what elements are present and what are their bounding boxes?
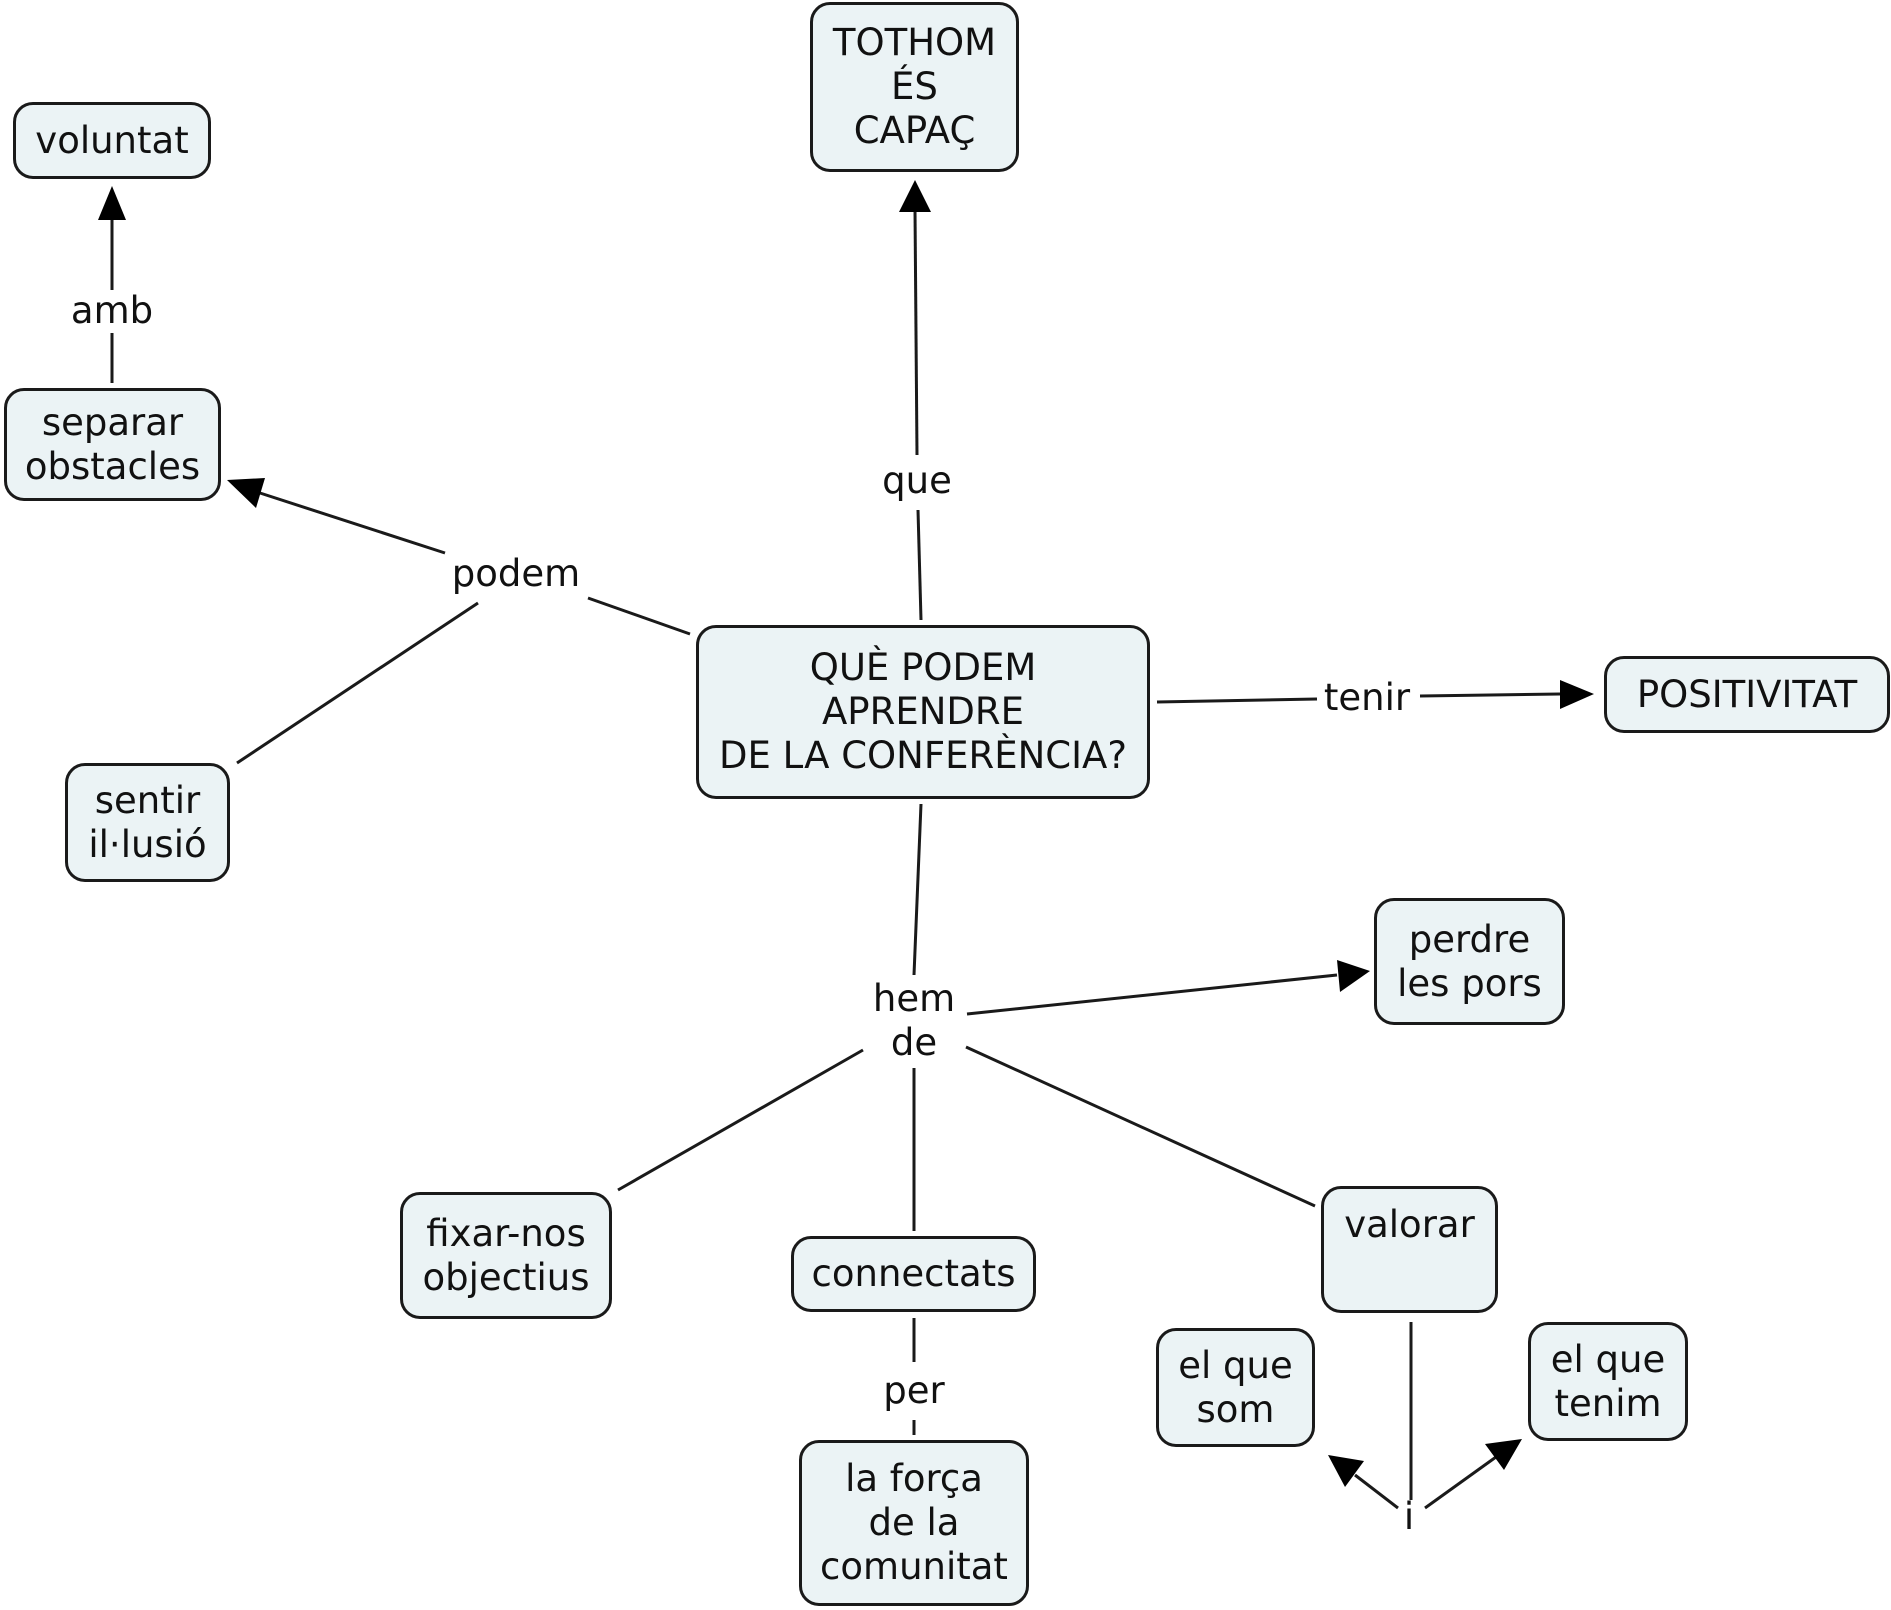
node-el-que-som[interactable]: el que som xyxy=(1156,1328,1315,1447)
connector-tenir-positivitat xyxy=(1419,692,1561,698)
node-connectats[interactable]: connectats xyxy=(791,1236,1036,1312)
node-fixar-nos-objectius[interactable]: fixar-nos objectius xyxy=(400,1192,612,1319)
link-label-i: i xyxy=(1403,1495,1415,1538)
arrowhead-voluntat xyxy=(98,186,126,220)
connector-i-som xyxy=(1354,1473,1399,1510)
arrowhead-el-que-tenim xyxy=(1485,1439,1522,1470)
node-el-que-tenim[interactable]: el que tenim xyxy=(1528,1322,1688,1441)
link-label-tenir: tenir xyxy=(1323,676,1411,719)
link-label-per: per xyxy=(883,1369,945,1412)
node-perdre-les-pors[interactable]: perdre les pors xyxy=(1374,898,1565,1025)
arrowhead-perdre xyxy=(1337,960,1370,992)
connector-hemde-valorar xyxy=(965,1045,1316,1208)
connector-central-que xyxy=(916,509,923,621)
connector-hemde-perdre xyxy=(966,973,1338,1016)
connector-central-hemde xyxy=(912,803,923,976)
node-positivitat[interactable]: POSITIVITAT xyxy=(1604,656,1890,733)
arrowhead-tothom xyxy=(899,180,931,212)
link-label-amb: amb xyxy=(70,289,154,332)
connector-podem-separar xyxy=(259,491,446,555)
connector-hemde-fixar xyxy=(617,1048,864,1192)
node-separar-obstacles[interactable]: separar obstacles xyxy=(4,388,221,501)
connector-que-tothom xyxy=(913,209,919,456)
connector-i-tenim xyxy=(1424,1455,1497,1510)
node-central-question[interactable]: QUÈ PODEM APRENDRE DE LA CONFERÈNCIA? xyxy=(696,625,1150,799)
node-valorar[interactable]: valorar xyxy=(1321,1186,1498,1313)
arrowhead-el-que-som xyxy=(1328,1455,1364,1487)
connector-podem-sentir xyxy=(236,601,479,765)
node-tothom-es-capac[interactable]: TOTHOM ÉS CAPAÇ xyxy=(810,2,1019,172)
link-label-podem: podem xyxy=(451,552,581,595)
link-label-hem-de: hem de xyxy=(872,977,956,1064)
arrowhead-positivitat xyxy=(1560,680,1594,709)
node-la-forca-de-la-comunitat[interactable]: la força de la comunitat xyxy=(799,1440,1029,1606)
node-voluntat[interactable]: voluntat xyxy=(13,102,211,179)
arrowhead-separar xyxy=(227,478,265,508)
connector-central-podem xyxy=(587,596,691,636)
link-label-que: que xyxy=(882,459,952,502)
connector-central-tenir xyxy=(1156,697,1318,704)
node-sentir-illusio[interactable]: sentir il·lusió xyxy=(65,763,230,882)
